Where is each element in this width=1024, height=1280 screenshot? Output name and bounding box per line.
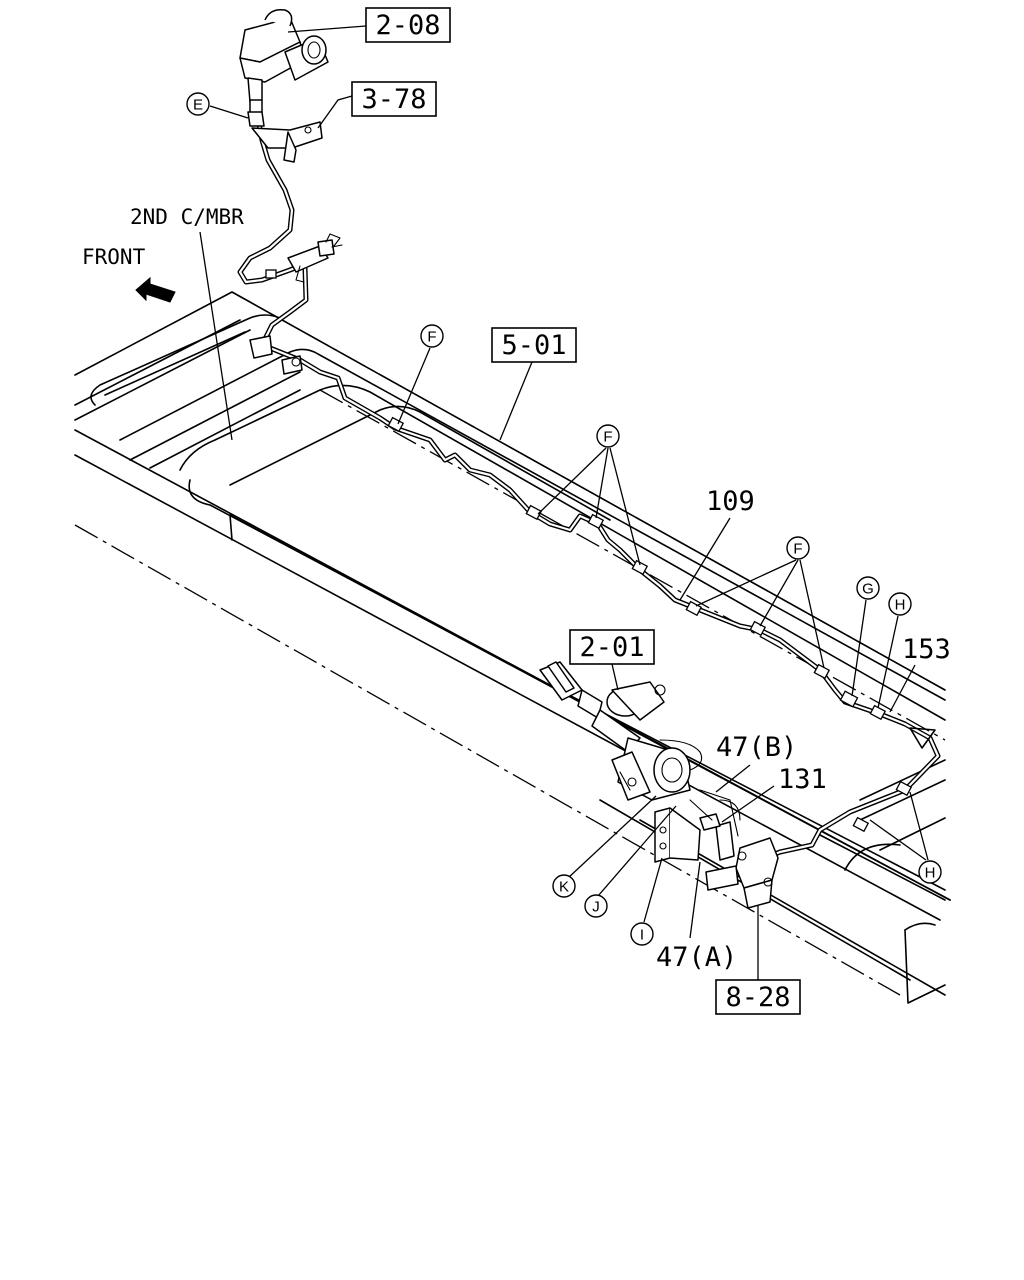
callout-k: K [552, 874, 576, 898]
ref-2-08: 2-08 [365, 7, 451, 43]
svg-text:H: H [925, 865, 936, 882]
svg-text:E: E [193, 97, 203, 114]
callout-f-2: F [596, 424, 620, 448]
svg-text:F: F [427, 329, 436, 346]
svg-text:2-08: 2-08 [375, 10, 440, 41]
ref-8-28: 8-28 [715, 979, 801, 1015]
part-109-label: 109 [706, 486, 755, 517]
part-153-label: 153 [902, 634, 951, 665]
brake-pipe-109 [237, 115, 941, 859]
callout-g: G [856, 576, 880, 600]
crossmember-label: 2ND C/MBR [130, 205, 244, 229]
svg-text:3-78: 3-78 [361, 84, 426, 115]
front-union [249, 335, 303, 375]
brake-chamber-assembly [539, 661, 703, 863]
ref-2-01: 2-01 [569, 629, 655, 665]
part-47a-label: 47(A) [656, 942, 737, 973]
svg-text:5-01: 5-01 [501, 330, 566, 361]
callout-e: E [186, 92, 210, 116]
part-47b-label: 47(B) [716, 732, 797, 763]
callout-f-3: F [786, 536, 810, 560]
callout-j: J [584, 894, 608, 918]
svg-text:2-01: 2-01 [579, 632, 644, 663]
svg-text:J: J [592, 899, 600, 916]
svg-text:G: G [862, 581, 874, 598]
front-label: FRONT [82, 245, 146, 269]
svg-text:H: H [895, 597, 906, 614]
svg-text:F: F [603, 429, 612, 446]
front-arrow-icon [135, 276, 176, 303]
callout-f-1: F [420, 324, 444, 348]
leader-lines [199, 25, 929, 980]
callout-i: I [630, 922, 654, 946]
ref-5-01: 5-01 [491, 327, 577, 363]
valve-front [287, 233, 343, 283]
svg-text:8-28: 8-28 [725, 982, 790, 1013]
svg-text:I: I [640, 927, 644, 944]
ref-3-78: 3-78 [351, 81, 437, 117]
relay-valve [689, 789, 779, 909]
pipe-clips [265, 269, 913, 833]
part-131-label: 131 [778, 764, 827, 795]
frame-rail [74, 291, 951, 1004]
svg-text:K: K [559, 879, 569, 896]
svg-text:F: F [793, 541, 802, 558]
callout-h-1: H [888, 592, 912, 616]
bracket [247, 111, 323, 163]
callout-h-2: H [918, 860, 942, 884]
master-cylinder [239, 8, 329, 121]
